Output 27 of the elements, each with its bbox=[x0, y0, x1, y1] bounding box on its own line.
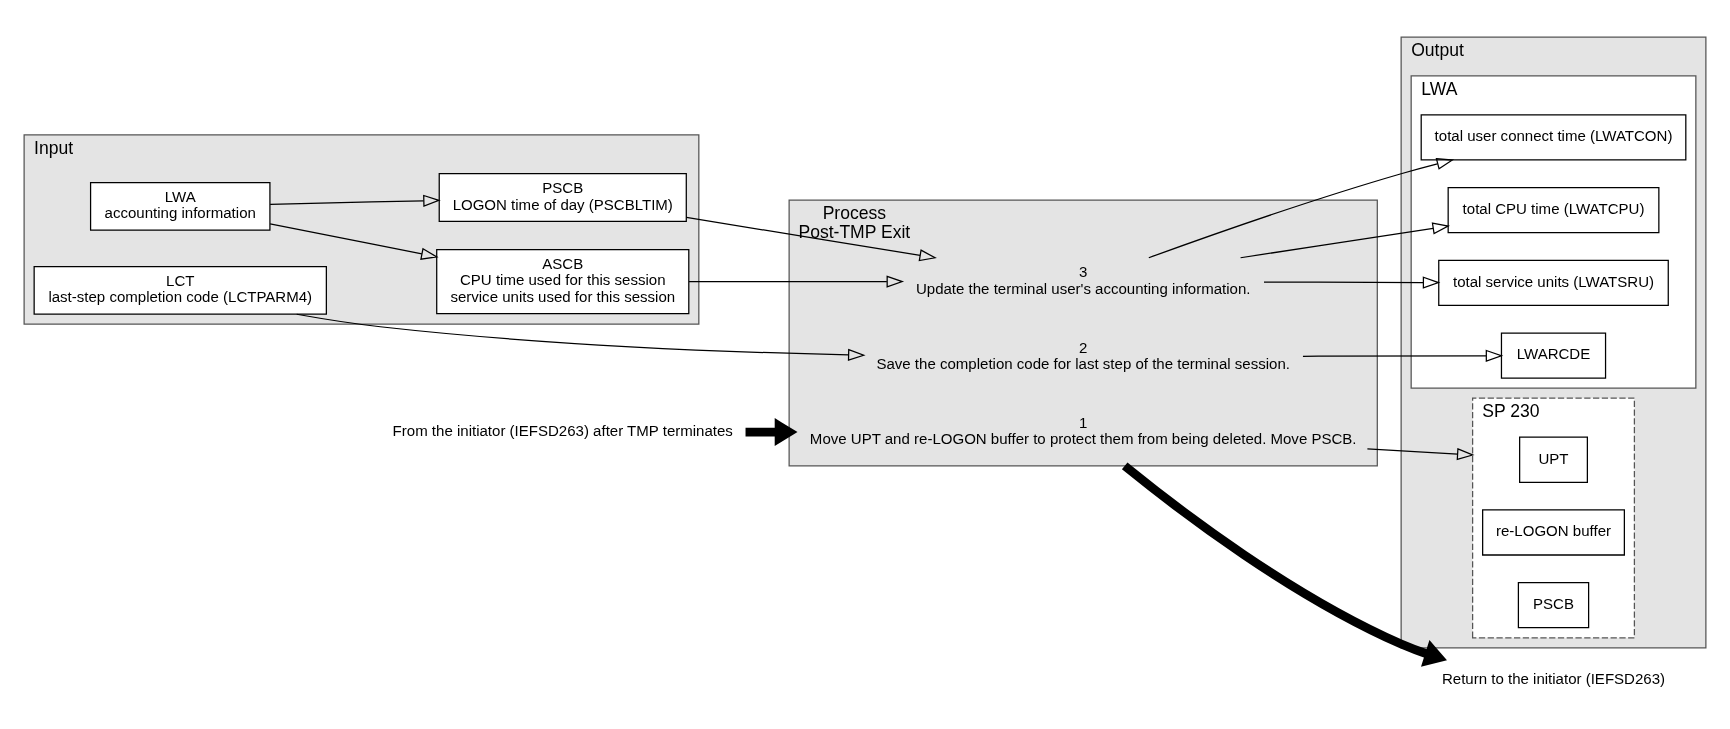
node-box: PSCB LOGON time of day (PSCBLTIM) bbox=[438, 172, 687, 222]
node-box: ASCB CPU time used for this session service units used for this session bbox=[436, 248, 690, 314]
node-box: total service units (LWATSRU) bbox=[1438, 259, 1669, 306]
node-text: Return to the initiator (IEFSD263) bbox=[1441, 669, 1666, 687]
node-box: UPT bbox=[1519, 436, 1588, 483]
node-box: LCT last-step completion code (LCTPARM4) bbox=[33, 265, 327, 315]
arrow bbox=[1366, 447, 1475, 460]
arrow bbox=[269, 194, 441, 207]
arrow bbox=[1239, 221, 1450, 258]
arrow bbox=[745, 417, 798, 446]
node-text: From the initiator (IEFSD263) after TMP terminates bbox=[392, 421, 733, 439]
node-text: 2 Save the completion code for last step of the terminal session. bbox=[876, 338, 1291, 372]
node-box: total user connect time (LWATCON) bbox=[1420, 113, 1687, 161]
arrow bbox=[1302, 349, 1504, 362]
node-box: re-LOGON buffer bbox=[1482, 508, 1625, 556]
arrow bbox=[1121, 462, 1447, 667]
node-box: LWARCDE bbox=[1500, 331, 1607, 379]
arrow bbox=[685, 216, 937, 261]
node-text: 3 Update the terminal user's accounting information. bbox=[915, 262, 1251, 297]
arrow bbox=[688, 274, 905, 288]
node-box: PSCB bbox=[1517, 581, 1590, 628]
node-text: 1 Move UPT and re-LOGON buffer to protect them from being deleted. Move PSCB. bbox=[809, 413, 1357, 447]
node-box: LWA accounting information bbox=[89, 181, 271, 231]
arrow bbox=[1263, 275, 1441, 289]
arrow bbox=[1148, 157, 1455, 258]
arrow bbox=[269, 222, 439, 260]
node-box: total CPU time (LWATCPU) bbox=[1447, 186, 1660, 233]
